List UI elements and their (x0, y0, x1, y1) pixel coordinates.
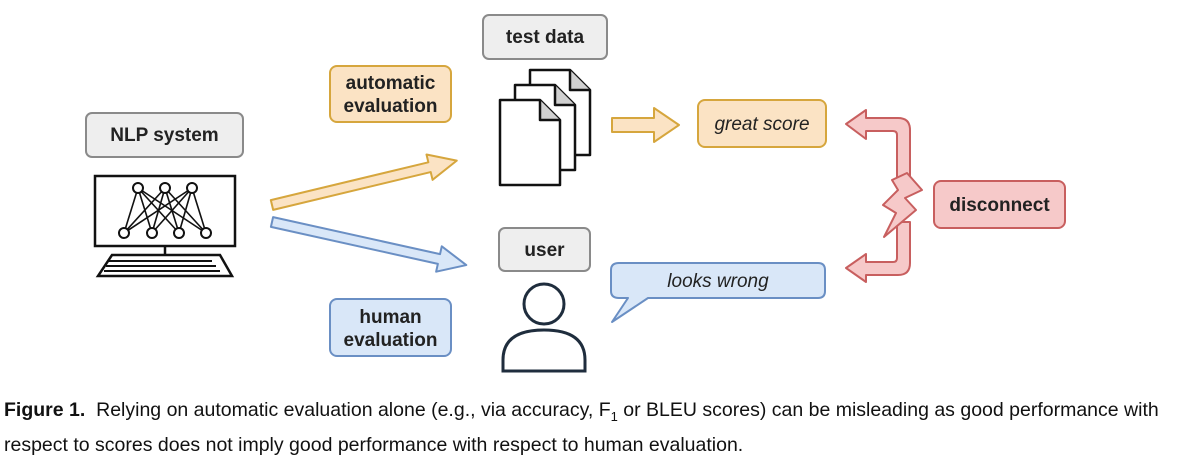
looks-wrong-bubble: looks wrong (610, 262, 826, 323)
figure-caption: Figure 1. Relying on automatic evaluatio… (4, 396, 1198, 459)
svg-text:test data: test data (506, 27, 585, 48)
svg-text:evaluation: evaluation (344, 330, 438, 351)
svg-text:NLP system: NLP system (110, 125, 218, 146)
user-icon (501, 282, 587, 373)
computer-neural-network-icon (93, 174, 237, 278)
nn-node (186, 182, 198, 194)
nn-node (132, 182, 144, 194)
svg-text:disconnect: disconnect (949, 195, 1050, 216)
nn-node (146, 227, 158, 239)
nn-edge (123, 187, 139, 234)
caption-text-2: or BLEU scores) can be misleading as goo… (4, 399, 1159, 456)
nn-edge (123, 187, 166, 234)
evaluation-diagram: NLP system test data (85, 14, 1066, 373)
caption-text-1: Relying on automatic evaluation alone (e… (96, 399, 611, 421)
svg-text:automatic: automatic (346, 73, 436, 94)
automatic-evaluation-arrow (269, 153, 458, 211)
nn-edge (191, 187, 207, 234)
nn-node (200, 227, 212, 239)
svg-text:looks wrong: looks wrong (667, 271, 769, 292)
user-label: user (498, 227, 591, 272)
disconnect-label: disconnect (933, 180, 1066, 229)
lightning-icon (882, 172, 923, 238)
nn-node (173, 227, 185, 239)
great-score-box: great score (697, 99, 827, 148)
human-evaluation-label: human evaluation (329, 298, 452, 357)
nn-node (159, 182, 171, 194)
svg-text:evaluation: evaluation (344, 96, 438, 117)
nn-edge (151, 187, 193, 234)
nn-edge (123, 187, 193, 234)
nlp-system-label: NLP system (85, 112, 244, 158)
nn-edge (178, 187, 193, 234)
svg-text:user: user (524, 240, 565, 261)
figure-label: Figure 1. (4, 399, 86, 421)
nn-node (118, 227, 130, 239)
human-evaluation-arrow (269, 216, 468, 273)
caption-subscript: 1 (610, 408, 618, 424)
svg-text:human: human (359, 307, 421, 328)
automatic-evaluation-label: automatic evaluation (329, 65, 452, 123)
documents-icon (498, 68, 592, 187)
svg-text:great score: great score (714, 114, 809, 135)
test-data-label: test data (482, 14, 608, 60)
score-arrow (611, 107, 680, 143)
